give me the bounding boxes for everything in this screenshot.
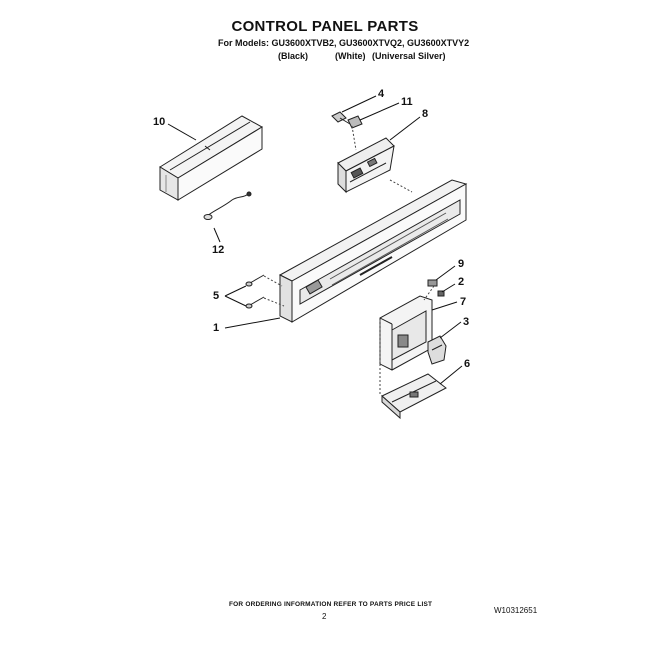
- callout-12: 12: [212, 244, 225, 256]
- part-9-2-connectors: [427, 279, 445, 297]
- callout-1: 1: [213, 322, 220, 334]
- callout-3: 3: [463, 316, 470, 328]
- ordering-note: FOR ORDERING INFORMATION REFER TO PARTS …: [229, 601, 433, 608]
- part-10-bracket: [159, 115, 263, 201]
- alignment-lines: [263, 125, 435, 396]
- page-title: CONTROL PANEL PARTS: [231, 18, 419, 35]
- part-6-base-tray: [381, 373, 447, 420]
- callout-5: 5: [213, 290, 220, 302]
- callout-6: 6: [464, 358, 471, 370]
- callout-8: 8: [422, 108, 429, 120]
- color-universal-silver: (Universal Silver): [372, 51, 446, 61]
- models-line: For Models: GU3600XTVB2, GU3600XTVQ2, GU…: [218, 38, 470, 48]
- leader-lines: [167, 95, 463, 385]
- part-7-bracket: [379, 295, 433, 371]
- part-1-console-panel: [278, 179, 468, 323]
- part-8-control-board: [337, 137, 395, 194]
- color-black: (Black): [278, 51, 309, 61]
- callout-9: 9: [458, 258, 465, 270]
- part-12-wire: [203, 191, 252, 220]
- callout-4: 4: [378, 88, 385, 100]
- callout-10: 10: [153, 116, 166, 128]
- callout-11: 11: [401, 96, 413, 108]
- part-4-11-clips: [331, 111, 363, 129]
- document-number: W10312651: [494, 606, 538, 615]
- callout-7: 7: [460, 296, 467, 308]
- page-number: 2: [322, 612, 327, 621]
- color-white: (White): [335, 51, 366, 61]
- callout-2: 2: [458, 276, 465, 288]
- part-3-latch: [427, 335, 447, 365]
- part-5-screws: [245, 274, 265, 309]
